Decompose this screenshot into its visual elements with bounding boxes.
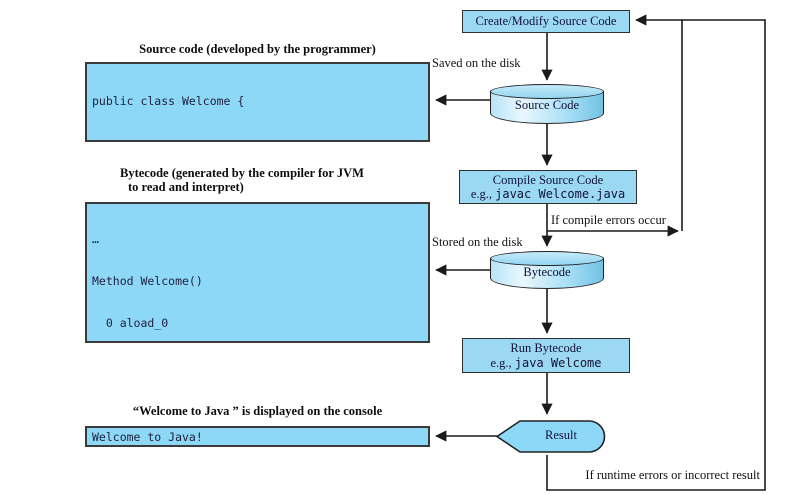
run-command: java Welcome xyxy=(514,355,602,370)
console-output-box: Welcome to Java! xyxy=(85,426,430,447)
compile-error-label: If compile errors occur xyxy=(551,213,666,227)
result-label: Result xyxy=(545,427,577,442)
source-code-caption: Source code (developed by the programmer… xyxy=(139,42,376,56)
code-line: … xyxy=(92,232,99,246)
source-code-box: public class Welcome { public static voi… xyxy=(85,62,430,142)
saved-on-disk-label: Saved on the disk xyxy=(432,56,521,70)
run-bytecode-box: Run Bytecode e.g., java Welcome xyxy=(462,338,630,373)
compile-source-box: Compile Source Code e.g., javac Welcome.… xyxy=(459,170,637,204)
source-code-cylinder: Source Code xyxy=(490,84,604,124)
bytecode-cylinder: Bytecode xyxy=(490,251,604,289)
eg-prefix: e.g., xyxy=(470,187,496,201)
runtime-error-label: If runtime errors or incorrect result xyxy=(585,468,760,482)
code-line: public class Welcome { xyxy=(92,94,245,108)
bytecode-caption-line1: Bytecode (generated by the compiler for … xyxy=(120,166,364,180)
bytecode-caption: Bytecode (generated by the compiler for … xyxy=(120,166,364,194)
bytecode-box: … Method Welcome() 0 aload_0 … Method vo… xyxy=(85,202,430,343)
create-modify-source-label: Create/Modify Source Code xyxy=(475,14,617,29)
compile-box-line2: e.g., javac Welcome.java xyxy=(471,187,625,202)
cylinder-top xyxy=(490,251,604,266)
run-box-line2: e.g., java Welcome xyxy=(490,356,601,371)
compile-command: javac Welcome.java xyxy=(495,187,626,201)
bytecode-cylinder-label: Bytecode xyxy=(523,265,571,279)
cylinder-top xyxy=(490,84,604,99)
source-cylinder-label: Source Code xyxy=(514,98,580,112)
eg-prefix: e.g., xyxy=(490,355,515,370)
run-box-line1: Run Bytecode xyxy=(510,341,582,355)
bytecode-caption-line2: to read and interpret) xyxy=(128,179,244,194)
code-line: Method Welcome() xyxy=(92,273,203,288)
console-output-text: Welcome to Java! xyxy=(92,429,203,444)
result-shape: Result xyxy=(495,418,613,455)
compile-box-line1: Compile Source Code xyxy=(492,172,604,187)
code-line: public static void main(String[] args) { xyxy=(92,138,423,140)
stored-on-disk-label: Stored on the disk xyxy=(432,235,523,249)
create-modify-source-box: Create/Modify Source Code xyxy=(462,10,630,33)
console-caption: “Welcome to Java ” is displayed on the c… xyxy=(132,404,383,418)
code-line: 0 aload_0 xyxy=(92,315,169,330)
